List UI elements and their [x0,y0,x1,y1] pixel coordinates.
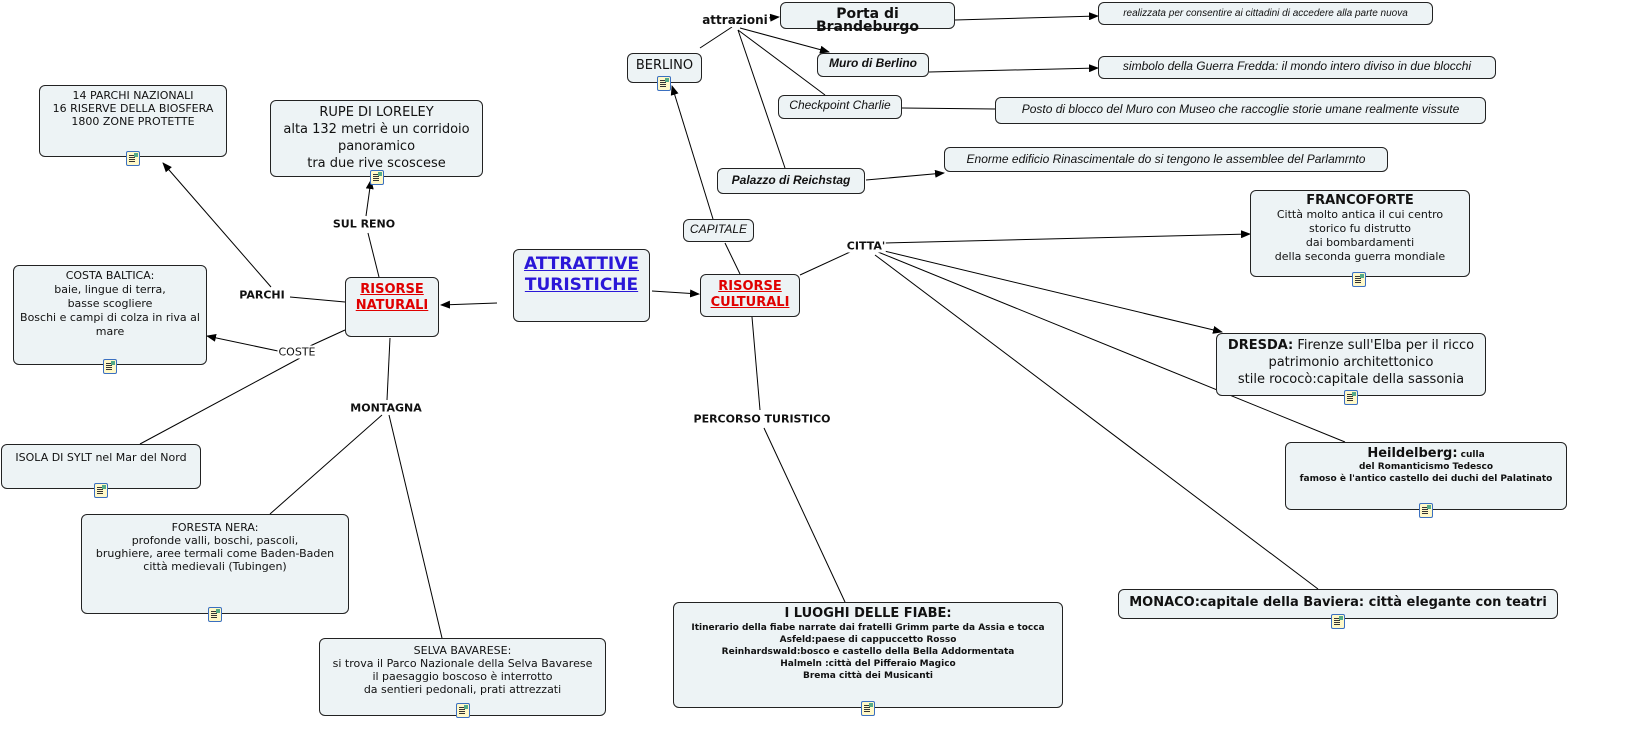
porta-desc-node[interactable]: realizzata per consentire ai cittadini d… [1098,2,1433,25]
muro-berlino-node[interactable]: Muro di Berlino [817,53,929,77]
selva-text: SELVA BAVARESE: si trova il Parco Nazion… [332,644,593,696]
reichstag-node[interactable]: Palazzo di Reichstag [717,168,865,194]
link-attrazioni: attrazioni [701,13,769,27]
link-citta: CITTA' [845,239,887,253]
costa-baltica-node[interactable]: COSTA BALTICA: baie, lingue di terra, ba… [13,265,207,365]
francoforte-title: FRANCOFORTE [1306,193,1414,208]
link-parchi: PARCHI [238,288,286,302]
fiabe-text: Itinerario della fiabe narrate dai frate… [691,623,1045,681]
porta-text: Porta di Brandeburgo [815,6,920,35]
reichstag-desc-node[interactable]: Enorme edificio Rinascimentale do si ten… [944,147,1388,172]
document-icon[interactable] [370,170,384,185]
document-icon[interactable] [1344,390,1358,405]
risorse-naturali-link[interactable]: RISORSE NATURALI [355,282,429,313]
berlino-node[interactable]: BERLINO [627,53,702,83]
document-icon[interactable] [861,701,875,716]
document-icon[interactable] [1352,272,1366,287]
muro-desc-text: simbolo della Guerra Fredda: il mondo in… [1122,59,1472,73]
root-node[interactable]: ATTRATTIVE TURISTICHE [513,249,650,322]
reichstag-desc-text: Enorme edificio Rinascimentale do si ten… [966,152,1366,166]
checkpoint-text: Checkpoint Charlie [789,98,891,112]
checkpoint-desc-text: Posto di blocco del Muro con Museo che r… [1021,102,1460,116]
root-title-link[interactable]: ATTRATTIVE TURISTICHE [523,254,640,295]
sylt-text: ISOLA DI SYLT nel Mar del Nord [15,451,187,464]
porta-desc-text: realizzata per consentire ai cittadini d… [1123,8,1408,19]
dresda-node[interactable]: DRESDA: Firenze sull'Elba per il ricco p… [1216,333,1486,396]
fiabe-title: I LUOGHI DELLE FIABE: [784,606,952,621]
foresta-nera-node[interactable]: FORESTA NERA: profonde valli, boschi, pa… [81,514,349,614]
porta-brandeburgo-node[interactable]: Porta di Brandeburgo [780,2,955,34]
capitale-node[interactable]: CAPITALE [683,219,754,242]
muro-text: Muro di Berlino [829,56,917,70]
document-icon[interactable] [103,359,117,374]
risorse-culturali-node[interactable]: RISORSE CULTURALI [700,274,800,317]
sylt-node[interactable]: ISOLA DI SYLT nel Mar del Nord [1,444,201,489]
link-coste: COSTE [277,345,317,359]
document-icon[interactable] [1419,503,1433,518]
document-icon[interactable] [94,483,108,498]
checkpoint-desc-node[interactable]: Posto di blocco del Muro con Museo che r… [995,97,1486,124]
link-percorso-turistico: PERCORSO TURISTICO [692,412,832,426]
document-icon[interactable] [456,703,470,718]
document-icon[interactable] [126,151,140,166]
foresta-text: FORESTA NERA: profonde valli, boschi, pa… [95,521,335,573]
loreley-text: RUPE DI LORELEY alta 132 metri è un corr… [283,105,470,171]
parchi-node[interactable]: 14 PARCHI NAZIONALI 16 RISERVE DELLA BIO… [39,85,227,157]
document-icon[interactable] [1331,614,1345,629]
document-icon[interactable] [657,76,671,91]
capitale-text: CAPITALE [689,222,748,236]
parchi-text: 14 PARCHI NAZIONALI 16 RISERVE DELLA BIO… [52,89,214,128]
heidelberg-node[interactable]: Heildelberg: culla del Romanticismo Tede… [1285,442,1567,510]
risorse-culturali-link[interactable]: RISORSE CULTURALI [710,279,790,310]
link-montagna: MONTAGNA [349,401,423,415]
fiabe-node[interactable]: I LUOGHI DELLE FIABE: Itinerario della fi… [673,602,1063,708]
loreley-node[interactable]: RUPE DI LORELEY alta 132 metri è un corr… [270,100,483,177]
costa-text: COSTA BALTICA: baie, lingue di terra, ba… [20,269,200,338]
checkpoint-node[interactable]: Checkpoint Charlie [778,95,902,119]
muro-desc-node[interactable]: simbolo della Guerra Fredda: il mondo in… [1098,56,1496,79]
link-sul-reno: SUL RENO [331,217,397,231]
reichstag-text: Palazzo di Reichstag [731,173,851,187]
berlino-text: BERLINO [635,58,694,73]
heidelberg-text: culla del Romanticismo Tedesco famoso è … [1299,450,1553,484]
dresda-text: Firenze sull'Elba per il ricco patrimoni… [1237,338,1475,387]
document-icon[interactable] [208,607,222,622]
monaco-text: MONACO:capitale della Baviera: città ele… [1129,595,1547,610]
francoforte-text: Città molto antica il cui centro storico… [1274,208,1446,263]
risorse-naturali-node[interactable]: RISORSE NATURALI [345,277,439,337]
heidelberg-title: Heildelberg: [1367,446,1458,461]
dresda-title: DRESDA: [1227,338,1294,353]
